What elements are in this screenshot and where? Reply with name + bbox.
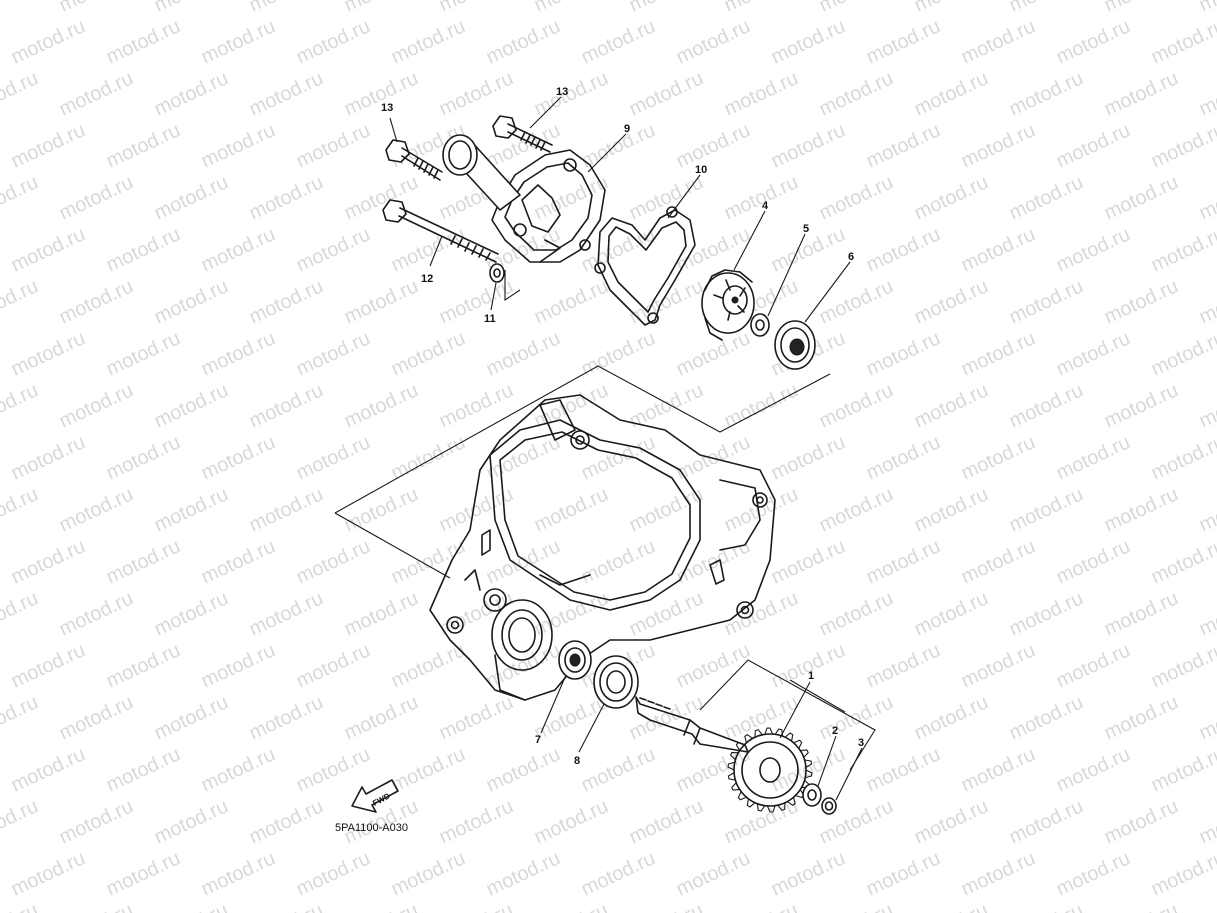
part-4-impeller (701, 269, 755, 341)
callout-12: 12 (421, 273, 433, 285)
callout-3: 3 (858, 737, 864, 749)
callouts: 13 13 9 10 4 5 6 12 11 7 8 1 2 3 (381, 86, 864, 767)
part-13-bolt-left (385, 139, 443, 181)
diagram-code: 5PA1100-A030 (335, 822, 408, 834)
part-8-bearing (593, 655, 639, 709)
fwd-arrow-icon: FWD (351, 779, 399, 813)
callout-4: 4 (762, 200, 769, 212)
callout-10: 10 (695, 164, 707, 176)
reference-plane-lines (334, 270, 831, 579)
part-12-long-bolt (382, 199, 499, 263)
callout-9: 9 (624, 123, 630, 135)
part-10-gasket (594, 206, 696, 326)
part-11-washer (489, 263, 505, 283)
callout-11: 11 (484, 313, 496, 325)
callout-2: 2 (832, 725, 838, 737)
callout-1: 1 (808, 670, 814, 682)
callout-5: 5 (803, 223, 809, 235)
leader-lines (389, 96, 876, 801)
part-9-pump-cover (442, 134, 606, 263)
crankcase (429, 394, 776, 701)
callout-13-left: 13 (381, 102, 393, 114)
part-5-washer (750, 313, 770, 337)
fwd-label: FWD (371, 791, 392, 808)
part-1-impeller-shaft-gear (635, 696, 813, 813)
part-2-washer (802, 783, 822, 807)
callout-13-upper: 13 (556, 86, 568, 98)
part-6-seal (774, 320, 816, 370)
callout-6: 6 (848, 251, 854, 263)
part-7-oil-seal (558, 640, 592, 680)
part-3-circlip (821, 797, 837, 815)
callout-8: 8 (574, 755, 580, 767)
callout-7: 7 (535, 734, 541, 746)
part-13-bolt-upper (492, 115, 553, 153)
